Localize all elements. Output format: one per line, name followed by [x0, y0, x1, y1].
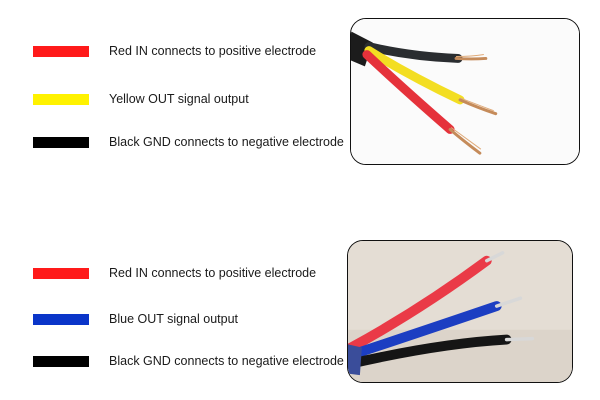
legend-label: Blue OUT signal output [109, 312, 239, 326]
legend-row-blue-out: Blue OUT signal output [0, 310, 360, 330]
legend-label: Yellow OUT signal output [109, 92, 249, 106]
cable-illustration-red-yellow-black [351, 19, 579, 164]
red-swatch [33, 46, 89, 57]
legend-row-red-in: Red IN connects to positive electrode [0, 264, 360, 284]
legend-row-red-in: Red IN connects to positive electrode [0, 42, 360, 62]
legend-label: Black GND connects to negative electrode [109, 135, 344, 149]
cable-photo-top [350, 18, 580, 165]
blue-swatch [33, 314, 89, 325]
legend-label: Black GND connects to negative electrode [109, 354, 344, 368]
black-swatch [33, 356, 89, 367]
cable-photo-bottom [347, 240, 573, 383]
legend-label: Red IN connects to positive electrode [109, 266, 317, 280]
legend-row-black-gnd: Black GND connects to negative electrode [0, 133, 360, 153]
cable-illustration-red-blue-black [348, 241, 572, 382]
black-swatch [33, 137, 89, 148]
red-swatch [33, 268, 89, 279]
yellow-swatch [33, 94, 89, 105]
legend-row-yellow-out: Yellow OUT signal output [0, 90, 360, 110]
legend-row-black-gnd: Black GND connects to negative electrode [0, 352, 360, 372]
legend-label: Red IN connects to positive electrode [109, 44, 317, 58]
